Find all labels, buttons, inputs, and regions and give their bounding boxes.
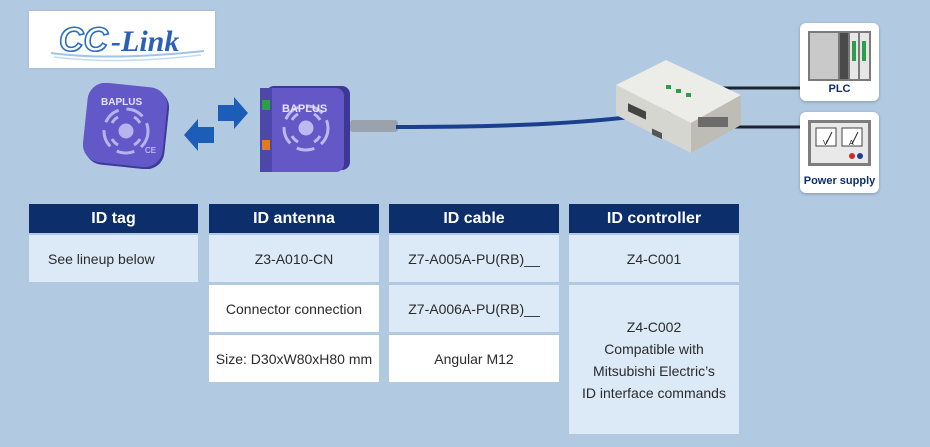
id-controller-model-1-cell: Z4-C001 bbox=[569, 235, 739, 282]
meter-a-label: A bbox=[849, 140, 854, 147]
tag-brand-text: BAPLUS bbox=[101, 97, 142, 108]
controller-line-1: Z4-C002 bbox=[626, 318, 682, 335]
id-tag-cell: See lineup below bbox=[29, 235, 198, 282]
controller-line-4: ID interface commands bbox=[582, 384, 726, 401]
power-supply-icon: V A bbox=[808, 120, 871, 166]
bidirectional-arrows bbox=[182, 97, 250, 159]
ce-mark: CE bbox=[145, 146, 156, 155]
plc-icon bbox=[808, 31, 871, 81]
id-antenna-size-cell: Size: D30xW80xH80 mm bbox=[209, 335, 379, 382]
power-supply-label: Power supply bbox=[803, 175, 876, 187]
antenna-brand-text: BAPLUS bbox=[282, 103, 327, 115]
id-controller-header: ID controller bbox=[569, 204, 739, 233]
id-antenna-connection-cell: Connector connection bbox=[209, 285, 379, 332]
id-cable-model-1-cell: Z7-A005A-PU(RB)__ bbox=[389, 235, 559, 282]
id-cable-connector-cell: Angular M12 bbox=[389, 335, 559, 382]
id-cable-model-2-cell: Z7-A006A-PU(RB)__ bbox=[389, 285, 559, 332]
plc-card: PLC bbox=[800, 23, 879, 101]
power-supply-card: V A Power supply bbox=[800, 112, 879, 193]
id-cable-header: ID cable bbox=[389, 204, 559, 233]
id-antenna-model-cell: Z3-A010-CN bbox=[209, 235, 379, 282]
logo-cc-text: CC bbox=[59, 21, 109, 59]
id-tag-header: ID tag bbox=[29, 204, 198, 233]
meter-v-label: V bbox=[823, 140, 828, 147]
controller-line-2: Compatible with bbox=[604, 340, 704, 357]
cc-link-logo: CC -Link bbox=[29, 11, 215, 68]
plc-label: PLC bbox=[828, 83, 851, 95]
id-tag-image: BAPLUS CE bbox=[82, 82, 170, 170]
controller-line-3: Mitsubishi Electric’s bbox=[593, 362, 715, 379]
logo-link-text: -Link bbox=[111, 25, 179, 58]
id-antenna-image: BAPLUS bbox=[256, 82, 352, 178]
id-antenna-header: ID antenna bbox=[209, 204, 379, 233]
id-controller-image bbox=[606, 55, 746, 160]
id-controller-model-2-cell: Z4-C002 Compatible with Mitsubishi Elect… bbox=[569, 285, 739, 434]
